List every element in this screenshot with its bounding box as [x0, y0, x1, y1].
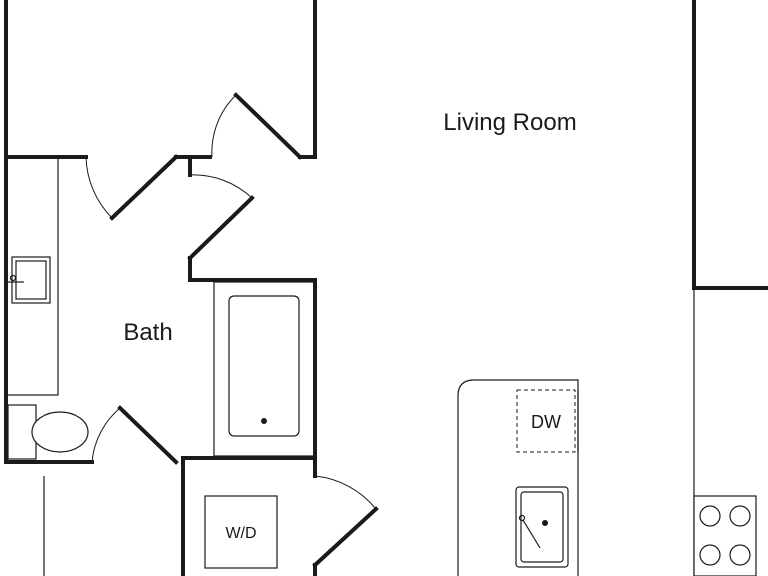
door-leaf-hall	[187, 195, 255, 261]
vanity-counter	[5, 156, 59, 396]
island-counter	[457, 379, 579, 576]
burner-icon	[699, 505, 721, 527]
laundry: W/D	[204, 495, 278, 569]
tub-drain-icon	[261, 418, 267, 424]
bath-fixtures	[5, 156, 315, 576]
bath-label: Bath	[123, 319, 172, 346]
door-swing-hall	[189, 174, 253, 199]
walls	[4, 0, 768, 576]
kitchen-faucet-icon	[522, 519, 541, 549]
bathtub-frame	[213, 281, 315, 457]
kitchen-island: DW	[457, 379, 579, 576]
washer-dryer-label: W/D	[225, 525, 256, 542]
door-leaf-upper	[233, 92, 303, 160]
sink-drain-icon	[542, 520, 548, 526]
door-leaf-closet	[312, 506, 379, 568]
door-leaf-bath-lower	[117, 405, 179, 465]
faucet-icon	[9, 274, 17, 282]
burner-icon	[699, 544, 721, 566]
kitchen-counter-right	[693, 288, 757, 576]
door-swing-bath-upper	[85, 156, 113, 219]
washer-dryer	[204, 495, 278, 569]
burner-icon	[729, 505, 751, 527]
door-leaf-bath-upper	[109, 154, 179, 221]
door-swings	[85, 94, 377, 510]
living-room-label: Living Room	[443, 109, 576, 136]
dishwasher-label: DW	[531, 412, 561, 432]
bathtub	[228, 295, 300, 437]
door-swing-closet	[314, 475, 377, 510]
door-swing-upper	[211, 94, 237, 158]
burner-icon	[729, 544, 751, 566]
dishwasher-outline	[516, 389, 576, 453]
door-swing-bath-lower	[91, 407, 121, 463]
toilet-bowl	[31, 411, 89, 453]
